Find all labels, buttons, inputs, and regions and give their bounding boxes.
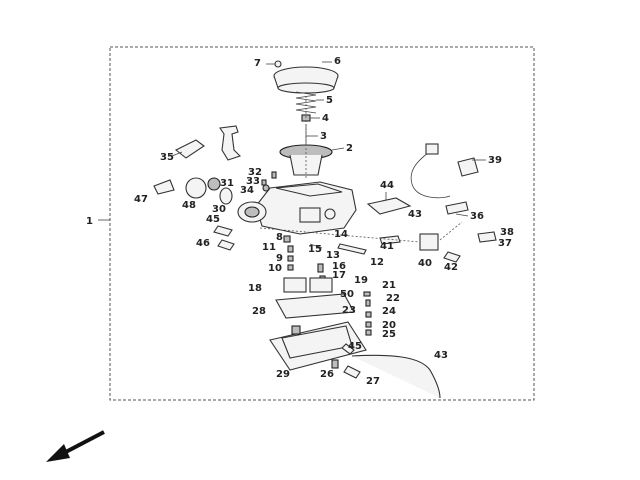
callout-15: 15 bbox=[308, 244, 322, 255]
needle-valve-parts bbox=[341, 291, 372, 355]
callout-34: 34 bbox=[240, 185, 254, 196]
callout-12: 12 bbox=[370, 257, 384, 268]
small-screws-upper bbox=[261, 171, 277, 192]
carburetor-body bbox=[237, 181, 357, 235]
callout-30: 30 bbox=[212, 204, 226, 215]
callout-38: 38 bbox=[500, 227, 514, 238]
callout-39: 39 bbox=[488, 155, 502, 166]
axis-dash-1 bbox=[259, 227, 421, 243]
callout-23: 23 bbox=[342, 305, 356, 316]
callout-29: 29 bbox=[276, 369, 290, 380]
drain-fittings bbox=[331, 359, 361, 379]
throttle-sensor bbox=[419, 201, 497, 263]
callout-21: 21 bbox=[382, 280, 396, 291]
callout-20: 20 bbox=[382, 320, 396, 331]
fuel-hose-assembly bbox=[366, 143, 479, 215]
callout-26: 26 bbox=[320, 369, 334, 380]
callout-2: 2 bbox=[346, 143, 353, 154]
callout-31: 31 bbox=[220, 178, 234, 189]
callout-14: 14 bbox=[334, 229, 348, 240]
drain-hose bbox=[351, 354, 441, 399]
starter-assembly bbox=[153, 177, 233, 205]
callout-18: 18 bbox=[248, 283, 262, 294]
throttle-arm bbox=[219, 125, 242, 161]
float-bowl-gasket bbox=[275, 293, 355, 319]
callout-4: 4 bbox=[322, 113, 329, 124]
callout-28: 28 bbox=[252, 306, 266, 317]
callout-45b: 45 bbox=[348, 341, 362, 352]
callout-36: 36 bbox=[470, 211, 484, 222]
callout-49: 48 bbox=[182, 200, 196, 211]
callout-46: 45 bbox=[206, 214, 220, 225]
callout-11: 11 bbox=[262, 242, 276, 253]
callout-47: 46 bbox=[196, 238, 210, 249]
top-cap bbox=[273, 66, 339, 94]
direction-arrow-icon bbox=[46, 430, 105, 462]
callout-33: 33 bbox=[246, 176, 260, 187]
screw-7 bbox=[266, 60, 282, 68]
spring bbox=[295, 91, 317, 114]
callout-1: 1 bbox=[86, 216, 93, 227]
leader-lines bbox=[306, 61, 486, 217]
callout-13: 13 bbox=[326, 250, 340, 261]
callout-44: 43 bbox=[408, 209, 422, 220]
jet-stack bbox=[283, 235, 326, 283]
callout-6: 6 bbox=[334, 56, 341, 67]
float bbox=[283, 277, 333, 293]
callout-10: 10 bbox=[268, 263, 282, 274]
cable-bracket-left bbox=[171, 139, 205, 159]
callout-17: 17 bbox=[332, 270, 346, 281]
callout-24: 24 bbox=[382, 306, 396, 317]
callout-7: 7 bbox=[254, 58, 261, 69]
callout-45a: 44 bbox=[380, 180, 394, 191]
callout-37: 37 bbox=[498, 238, 512, 249]
callout-3: 3 bbox=[320, 131, 327, 142]
callout-22: 22 bbox=[386, 293, 400, 304]
callout-5: 5 bbox=[326, 95, 333, 106]
callout-9: 9 bbox=[276, 253, 283, 264]
adjust-screws-right bbox=[337, 235, 401, 255]
callout-42: 42 bbox=[444, 262, 458, 273]
callout-41: 41 bbox=[380, 241, 394, 252]
callout-40: 40 bbox=[418, 258, 432, 269]
pilot-parts-left bbox=[213, 225, 235, 251]
callout-27: 27 bbox=[366, 376, 380, 387]
callout-19: 19 bbox=[354, 275, 368, 286]
callout-16: 16 bbox=[332, 261, 346, 272]
callout-25: 25 bbox=[382, 329, 396, 340]
callout-8: 8 bbox=[276, 232, 283, 243]
callout-43: 43 bbox=[434, 350, 448, 361]
callout-50: 50 bbox=[340, 289, 354, 300]
assembly-frame bbox=[109, 46, 535, 401]
callout-32: 32 bbox=[248, 167, 262, 178]
float-bowl bbox=[269, 321, 367, 371]
callout-48: 47 bbox=[134, 194, 148, 205]
callout-35: 35 bbox=[160, 152, 174, 163]
